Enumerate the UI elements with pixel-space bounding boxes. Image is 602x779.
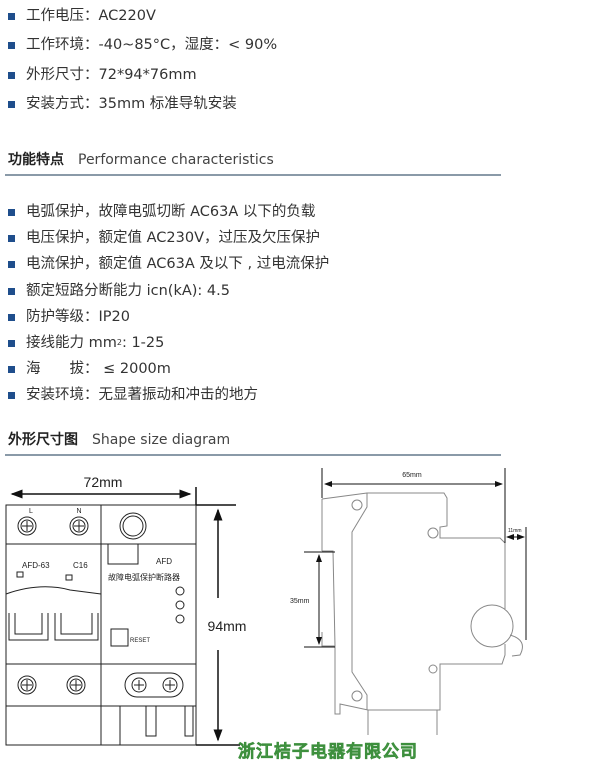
feature-item: 电弧保护，故障电弧切断 AC63A 以下的负载 [8, 203, 315, 221]
feature-text: 海 拔： ≤ 2000m [26, 361, 171, 377]
divider [5, 454, 501, 456]
superscript: 2 [116, 338, 122, 347]
terminal-n-label: N [76, 508, 81, 515]
feature-text: 防护等级：IP20 [26, 309, 130, 325]
spec-text: 工作环境：-40~85°C，湿度：< 90% [26, 37, 278, 53]
screw-terminal-icon [17, 675, 37, 695]
terminal-l-label: L [29, 508, 33, 515]
spec-item: 工作电压：AC220V [8, 7, 156, 25]
performance-heading: 功能特点 Performance characteristics [8, 149, 274, 169]
feature-text: 电流保护，额定值 AC63A 及以下 , 过电流保护 [26, 256, 330, 272]
dimension-diagram: L N AFD-63 C16 AFD 故障电弧保护断路器 RESET 72mm … [5, 468, 527, 746]
feature-value: : 1-25 [121, 335, 165, 351]
screw-terminal-icon [66, 675, 86, 695]
screw-terminal-icon [17, 516, 37, 536]
spec-text: 外形尺寸：72*94*76mm [26, 67, 197, 83]
company-watermark: 浙江桔子电器有限公司 [238, 742, 418, 763]
bullet-icon [8, 391, 15, 399]
screw-terminal-icon [131, 677, 147, 693]
bullet-icon [8, 365, 15, 373]
spec-text: 安装方式：35mm 标准导轨安装 [26, 96, 237, 112]
feature-text: 电弧保护，故障电弧切断 AC63A 以下的负载 [26, 204, 316, 220]
bullet-icon [8, 41, 15, 49]
screw-terminal-icon [162, 677, 178, 693]
bullet-icon [8, 313, 15, 321]
feature-item: 额定短路分断能力 icn(kA): 4.5 [8, 282, 230, 300]
feature-item: 安装环境：无显著振动和冲击的地方 [8, 386, 258, 404]
feature-text: 额定短路分断能力 icn(kA): 4.5 [26, 283, 230, 299]
bullet-icon [8, 12, 15, 20]
depth-dimension-label: 65mm [402, 472, 422, 479]
screw-terminal-icon [69, 516, 89, 536]
height-dimension-label: 94mm [208, 618, 247, 634]
rail-dimension-label: 35mm [290, 598, 310, 605]
spec-item: 安装方式：35mm 标准导轨安装 [8, 95, 237, 113]
bullet-icon [8, 208, 15, 216]
feature-item: 电压保护，额定值 AC230V，过压及欠压保护 [8, 229, 320, 247]
afd-label: AFD [156, 557, 172, 566]
heading-en: Shape size diagram [92, 432, 231, 448]
front-view [5, 504, 197, 746]
heading-cn: 功能特点 [8, 152, 64, 168]
bullet-icon [8, 339, 15, 347]
feature-item: 电流保护，额定值 AC63A 及以下 , 过电流保护 [8, 255, 329, 273]
feature-item: 海 拔： ≤ 2000m [8, 360, 171, 378]
width-dimension-label: 72mm [84, 474, 123, 490]
bullet-icon [8, 287, 15, 295]
feature-text: 安装环境：无显著振动和冲击的地方 [26, 387, 258, 403]
rating-label: C16 [73, 561, 88, 570]
bullet-icon [8, 234, 15, 242]
offset-dimension-label: 11mm [508, 528, 522, 534]
feature-item: 防护等级：IP20 [8, 308, 130, 326]
divider [5, 174, 501, 176]
reset-label: RESET [130, 638, 150, 644]
diagram-heading: 外形尺寸图 Shape size diagram [8, 429, 230, 449]
heading-cn: 外形尺寸图 [8, 432, 78, 448]
spec-text: 工作电压：AC220V [26, 8, 156, 24]
heading-en: Performance characteristics [78, 152, 274, 168]
bullet-icon [8, 260, 15, 268]
feature-text: 电压保护，额定值 AC230V，过压及欠压保护 [26, 230, 320, 246]
model-label: AFD-63 [22, 561, 50, 570]
spec-item: 工作环境：-40~85°C，湿度：< 90% [8, 36, 277, 54]
spec-item: 外形尺寸：72*94*76mm [8, 66, 197, 84]
feature-text: 接线能力 mm [26, 335, 117, 351]
device-name-label: 故障电弧保护断路器 [108, 572, 180, 582]
bullet-icon [8, 71, 15, 79]
side-view [321, 492, 523, 735]
bullet-icon [8, 100, 15, 108]
